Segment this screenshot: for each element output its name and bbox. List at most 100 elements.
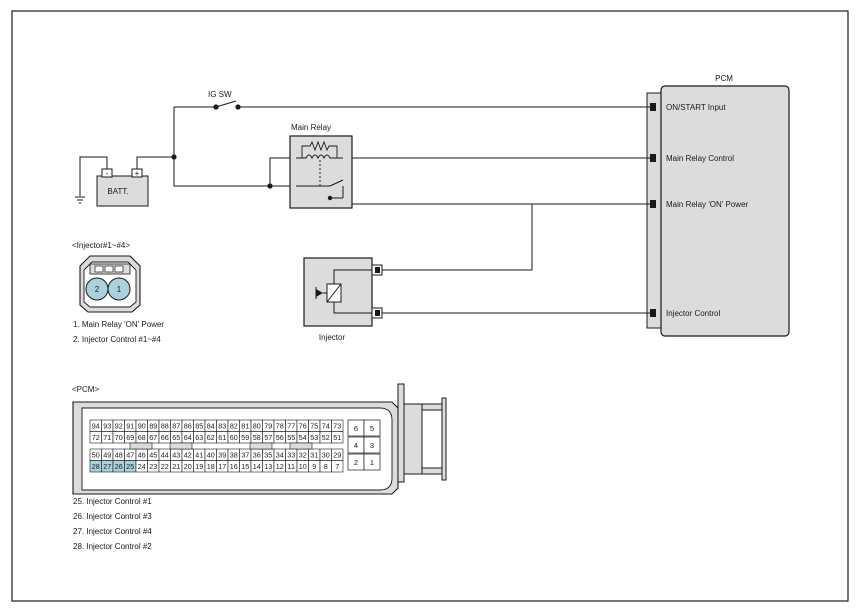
- pcm-pin-number: 14: [253, 462, 261, 471]
- pcm-pin-number: 83: [218, 422, 226, 431]
- injector-connector-legend-2: 2. Injector Control #1~#4: [73, 335, 161, 344]
- pcm-pin-number: 63: [195, 433, 203, 442]
- battery-body: [96, 175, 149, 207]
- pcm-connector-lock-tab: [421, 467, 443, 475]
- pcm-pin-number: 10: [299, 462, 307, 471]
- pcm-pin-number: 20: [184, 462, 192, 471]
- pcm-pin-cell: [331, 460, 344, 473]
- relay-contact-lever: [329, 179, 344, 187]
- pcm-keying-notch: [289, 442, 313, 450]
- pcm-keying-notch: [249, 442, 273, 450]
- pcm-pin-number: 85: [195, 422, 203, 431]
- pcm-connector-title: <PCM>: [72, 385, 99, 394]
- pcm-pin-number: 91: [126, 422, 134, 431]
- wire-relay-coil-feed: [269, 157, 296, 186]
- pcm-connector-legend-2: 26. Injector Control #3: [73, 512, 152, 521]
- pcm-pin-number: 61: [218, 433, 226, 442]
- latch-slot: [114, 265, 124, 273]
- injector-label: Injector: [319, 333, 346, 342]
- pcm-pin-number: 88: [161, 422, 169, 431]
- pcm-pin-number: 44: [161, 451, 169, 460]
- pin-label: 2: [95, 285, 100, 294]
- ig-sw-label: IG SW: [208, 90, 232, 99]
- pcm-small-pin-number: 2: [354, 458, 358, 467]
- pcm-pin-number: 38: [230, 451, 238, 460]
- pcm-pin-terminal: [650, 309, 656, 317]
- pcm-pin-number: 49: [103, 451, 111, 460]
- pcm-pin-number: 45: [149, 451, 157, 460]
- pcm-pin-number: 89: [149, 422, 157, 431]
- pcm-pin-number: 92: [115, 422, 123, 431]
- pcm-pin-number: 90: [138, 422, 146, 431]
- pcm-body: [660, 85, 790, 337]
- switch-lever: [215, 100, 237, 108]
- pcm-pin-number: 39: [218, 451, 226, 460]
- pcm-pin-number: 72: [92, 433, 100, 442]
- battery-label: BATT.: [107, 187, 128, 196]
- pcm-connector-lock-bar: [441, 397, 447, 481]
- pcm-connector-lock: [403, 403, 423, 475]
- pcm-keying-notch: [169, 442, 193, 450]
- pcm-title: PCM: [715, 74, 733, 83]
- pcm-pin-number: 16: [230, 462, 238, 471]
- pcm-pin-number: 19: [195, 462, 203, 471]
- pcm-pin-number: 94: [92, 422, 100, 431]
- pcm-pin-number: 21: [172, 462, 180, 471]
- pcm-pin-number: 80: [253, 422, 261, 431]
- pcm-pin-number: 8: [324, 462, 328, 471]
- battery-terminal-plus: [131, 168, 143, 178]
- pcm-pin-number: 34: [276, 451, 284, 460]
- pcm-pin-number: 9: [312, 462, 316, 471]
- pcm-pin-number: 11: [288, 462, 295, 471]
- pcm-pin-number: 70: [115, 433, 123, 442]
- ground-icon: [75, 196, 85, 204]
- battery-plus-sign: +: [135, 169, 140, 178]
- injector-connector-legend-1: 1. Main Relay 'ON' Power: [73, 320, 164, 329]
- pcm-pin-number: 24: [138, 462, 146, 471]
- pcm-module: PCM ON/START Input Main Relay Control Ma…: [646, 74, 790, 337]
- pcm-keying-notch: [129, 442, 153, 450]
- wire-ground: [79, 156, 108, 196]
- battery: - + BATT.: [96, 168, 149, 207]
- pcm-pin-number: 40: [207, 451, 215, 460]
- pin-label: 1: [117, 285, 122, 294]
- relay-resistor-icon: [301, 140, 338, 158]
- pcm-pin-number: 87: [172, 422, 180, 431]
- pcm-pin-number: 35: [264, 451, 272, 460]
- pcm-pin-number: 74: [322, 422, 330, 431]
- pcm-pin-cell: [331, 431, 344, 444]
- pcm-pin-main-relay-control: Main Relay Control: [666, 154, 734, 163]
- main-relay-label: Main Relay: [291, 123, 331, 132]
- wire-to-ig-sw: [173, 106, 216, 157]
- pcm-pin-number: 31: [310, 451, 318, 460]
- latch-slot: [94, 265, 104, 273]
- solenoid-coil-diagonal: [326, 283, 342, 303]
- pcm-pin-number: 41: [195, 451, 203, 460]
- pcm-pin-number: 42: [184, 451, 192, 460]
- pcm-connector-lock-tab: [421, 403, 443, 411]
- wires: [79, 106, 650, 314]
- pcm-pin-number: 46: [138, 451, 146, 460]
- pcm-pin-number: 82: [230, 422, 238, 431]
- pcm-pin-number: 26: [115, 462, 123, 471]
- pcm-pin-number: 22: [161, 462, 169, 471]
- pcm-pin-number: 29: [333, 451, 341, 460]
- pcm-connector-strip: [646, 92, 662, 329]
- pcm-pin-number: 15: [241, 462, 249, 471]
- pcm-pin-number: 93: [103, 422, 111, 431]
- pcm-pin-number: 50: [92, 451, 100, 460]
- pcm-pin-number: 62: [207, 433, 215, 442]
- battery-minus-sign: -: [106, 169, 109, 178]
- pcm-small-pin-number: 1: [370, 458, 374, 467]
- pcm-connector-legend-4: 28. Injector Control #2: [73, 542, 152, 551]
- pcm-pin-number: 57: [264, 433, 272, 442]
- pcm-pin-main-relay-on-power: Main Relay 'ON' Power: [666, 200, 749, 209]
- pcm-pin-number: 32: [299, 451, 307, 460]
- main-relay: Main Relay: [289, 123, 353, 209]
- pcm-pin-number: 56: [276, 433, 284, 442]
- pcm-pin-number: 66: [161, 433, 169, 442]
- wire-batt-plus: [136, 156, 174, 170]
